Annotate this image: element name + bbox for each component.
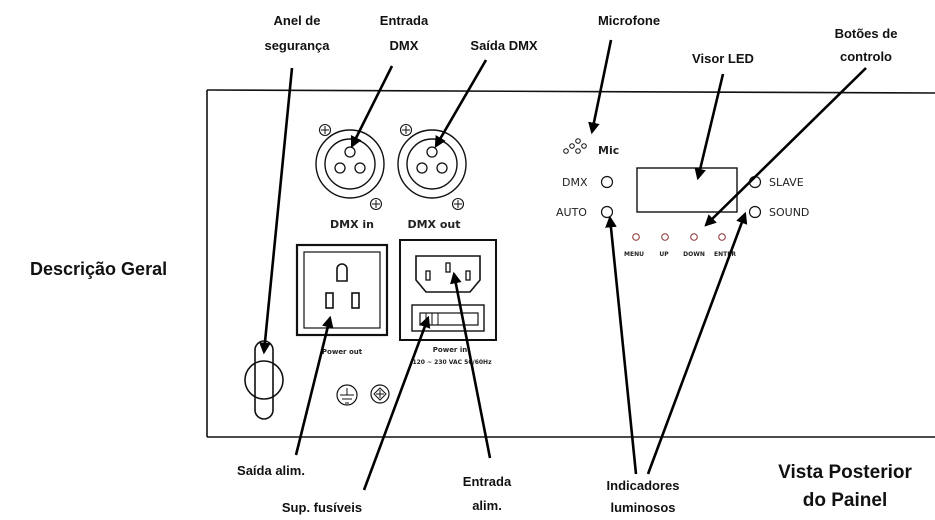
down-button <box>690 233 698 241</box>
callout-vista-posterior-line1: Vista Posterior <box>778 462 912 483</box>
down-button-label: DOWN <box>683 251 705 258</box>
callout-vista-posterior-line2: do Painel <box>803 490 887 511</box>
callout-indicadores-line2: luminosos <box>610 500 675 515</box>
power-out-label: Power out <box>322 348 363 356</box>
callout-visor-led: Visor LED <box>692 51 754 66</box>
dmx-in-label: DMX in <box>330 218 374 231</box>
callout-botoes-line2: controlo <box>840 49 892 64</box>
callout-indicadores-line1: Indicadores <box>607 478 680 493</box>
slave-led-label: SLAVE <box>769 176 804 189</box>
screw-icon <box>399 123 413 137</box>
callout-anel-line1: Anel de <box>274 13 321 28</box>
enter-button <box>718 233 726 241</box>
auto-led-label: AUTO <box>556 206 587 219</box>
callout-saida-dmx: Saída DMX <box>470 38 538 53</box>
panel-outline <box>206 89 935 438</box>
callout-sup-fusiveis: Sup. fusíveis <box>282 500 362 515</box>
screw-icon <box>369 197 383 211</box>
callout-botoes-line1: Botões de <box>835 26 898 41</box>
dmx-led <box>600 175 614 189</box>
power-in-spec: 120 ~ 230 VAC 50/60Hz <box>412 359 492 366</box>
screw-icon <box>370 384 390 404</box>
menu-button-label: MENU <box>624 251 644 258</box>
menu-button <box>632 233 640 241</box>
dmx-out-connector <box>397 123 467 211</box>
mic-holes-icon <box>563 138 587 154</box>
callout-arrows <box>259 39 867 491</box>
callout-entrada-alim-line1: Entrada <box>463 474 512 489</box>
callout-descricao-geral: Descrição Geral <box>30 259 167 279</box>
power-in-label: Power in <box>433 346 467 354</box>
callout-saida-alim: Saída alim. <box>237 463 305 478</box>
screw-icon <box>318 123 332 137</box>
safety-ring <box>244 340 284 420</box>
power-in-socket <box>399 239 497 341</box>
led-display <box>636 167 738 213</box>
sound-led <box>748 205 762 219</box>
screw-icon <box>451 197 465 211</box>
dmx-led-label: DMX <box>562 176 588 189</box>
power-out-socket <box>295 243 389 337</box>
callout-microfone: Microfone <box>598 13 660 28</box>
mic-label: Mic <box>598 144 619 157</box>
dmx-out-label: DMX out <box>407 218 460 231</box>
up-button <box>661 233 669 241</box>
sound-led-label: SOUND <box>769 206 809 219</box>
callout-entrada-dmx-line1: Entrada <box>380 13 429 28</box>
callout-anel-line2: segurança <box>264 38 330 53</box>
ground-icon <box>336 384 358 406</box>
auto-led <box>600 205 614 219</box>
dmx-in-connector <box>315 123 385 211</box>
up-button-label: UP <box>659 251 669 258</box>
enter-button-label: ENTER <box>714 251 736 258</box>
callout-entrada-dmx-line2: DMX <box>390 38 419 53</box>
callout-entrada-alim-line2: alim. <box>472 498 502 513</box>
